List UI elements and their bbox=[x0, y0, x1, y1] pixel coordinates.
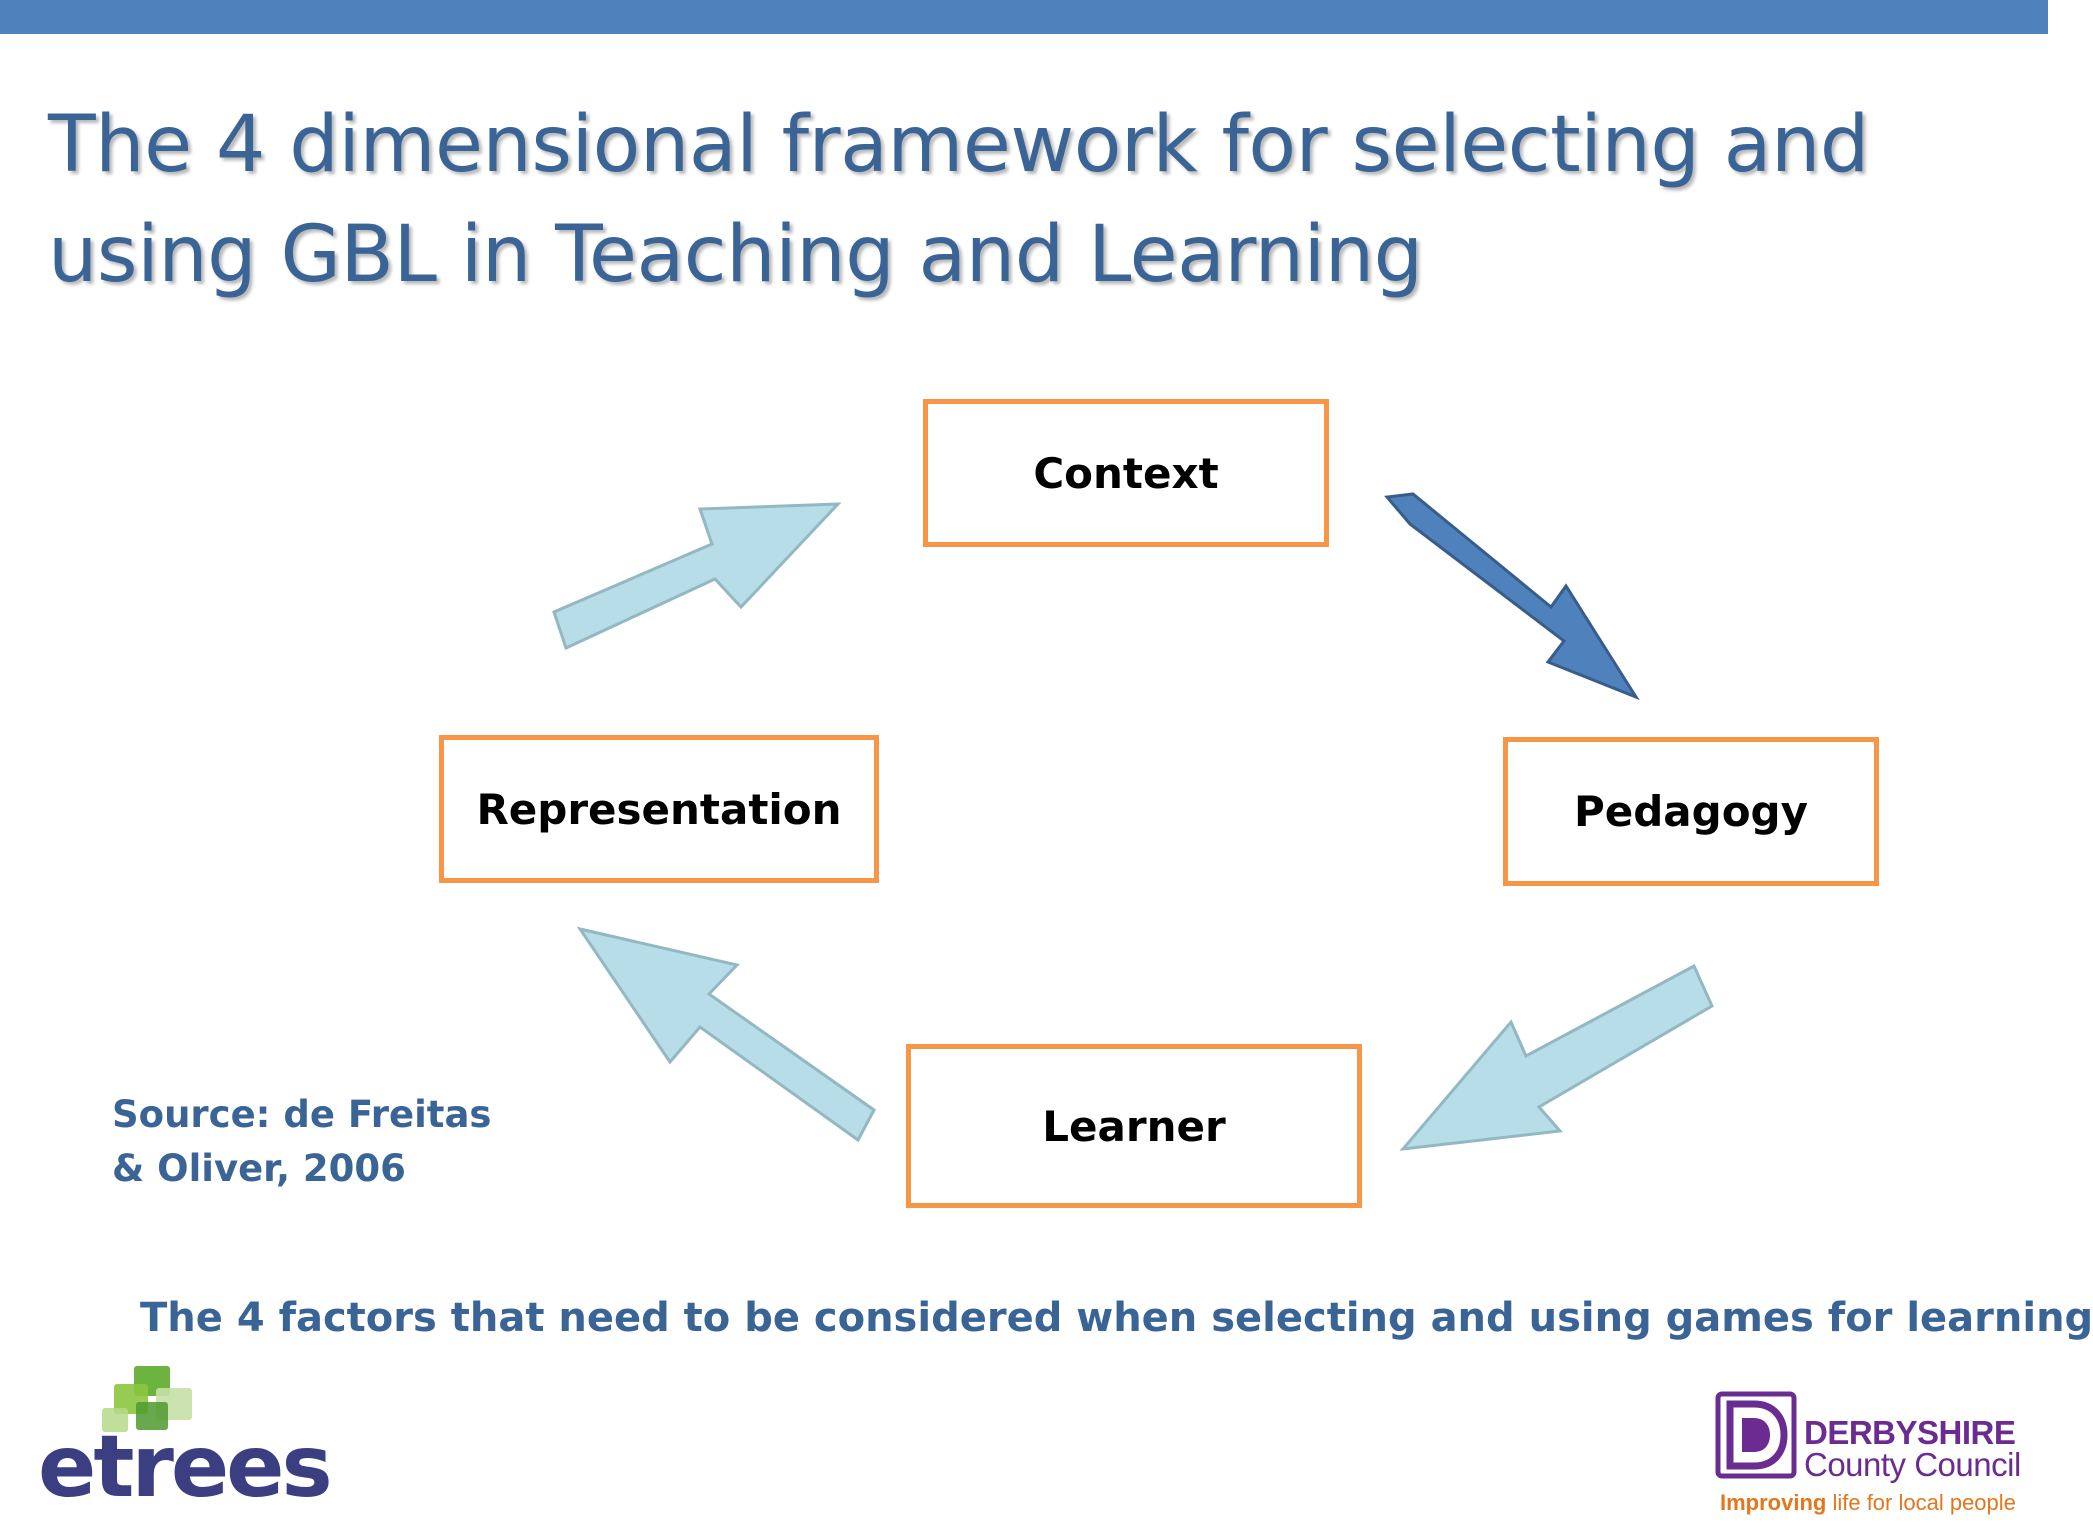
etrees-wordmark: etrees bbox=[38, 1417, 333, 1517]
derbyshire-d-mark-icon bbox=[1715, 1391, 1797, 1479]
etrees-leaf-squares-icon bbox=[102, 1366, 192, 1432]
top-accent-bar bbox=[0, 0, 2048, 34]
cycle-arrows bbox=[552, 492, 1714, 1151]
node-pedagogy-label: Pedagogy bbox=[1573, 787, 1809, 836]
derbyshire-subtitle: County Council bbox=[1804, 1446, 2021, 1483]
arrow-learner-to-representation bbox=[576, 926, 876, 1143]
node-representation-label: Representation bbox=[476, 784, 842, 834]
arrow-context-to-pedagogy bbox=[1384, 492, 1640, 701]
derbyshire-tagline-rest: life for local people bbox=[1826, 1490, 2016, 1515]
title-line-1: The 4 dimensional framework for selectin… bbox=[48, 100, 1869, 190]
slide-caption: The 4 factors that need to be considered… bbox=[140, 1295, 2093, 1341]
node-pedagogy: Pedagogy bbox=[1503, 737, 1879, 886]
derbyshire-logo: DERBYSHIRE County Council Improving life… bbox=[1715, 1388, 2026, 1518]
title-line-2: using GBL in Teaching and Learning bbox=[48, 210, 1423, 300]
etrees-logo: etrees bbox=[38, 1360, 358, 1520]
arrow-representation-to-context bbox=[552, 502, 842, 651]
node-representation: Representation bbox=[439, 735, 879, 883]
arrow-pedagogy-to-learner bbox=[1399, 963, 1714, 1151]
derbyshire-name: DERBYSHIRE bbox=[1804, 1414, 2016, 1451]
source-line-2: & Oliver, 2006 bbox=[112, 1147, 406, 1190]
source-citation: Source: de Freitas & Oliver, 2006 bbox=[112, 1088, 512, 1196]
node-learner: Learner bbox=[906, 1044, 1362, 1208]
node-context-label: Context bbox=[1033, 448, 1219, 498]
node-learner-label: Learner bbox=[1042, 1101, 1226, 1151]
derbyshire-tagline: Improving life for local people bbox=[1720, 1490, 2016, 1516]
source-line-1: Source: de Freitas bbox=[112, 1093, 492, 1136]
node-context: Context bbox=[923, 399, 1329, 547]
derbyshire-tagline-bold: Improving bbox=[1720, 1490, 1827, 1515]
slide-title: The 4 dimensional framework for selectin… bbox=[48, 90, 1948, 310]
